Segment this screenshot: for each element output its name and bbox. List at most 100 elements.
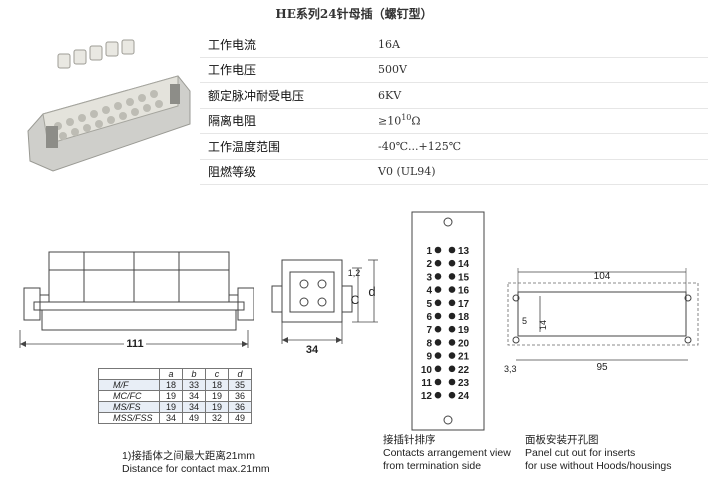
- dim-header-blank: [98, 368, 160, 380]
- spec-label: 工作电流: [200, 32, 378, 58]
- pin-dot-right: [448, 273, 456, 280]
- footnote-cn: 1)接插体之间最大距离21mm: [122, 450, 256, 462]
- cell: 19: [205, 390, 230, 402]
- pin-label-right: 21: [458, 352, 470, 363]
- dim-panel-height: 14: [538, 320, 548, 330]
- pin-dot-left: [434, 259, 442, 267]
- pin-dot-left: [434, 365, 442, 373]
- pin-dot-right: [448, 299, 456, 307]
- dim-panel-width: 104: [594, 271, 611, 282]
- resistance-unit: Ω: [411, 115, 421, 129]
- pin-dot-left: [434, 325, 442, 333]
- pin-dot-right: [448, 365, 456, 373]
- cell: 32: [205, 412, 230, 424]
- pin-label-right: 18: [458, 312, 470, 323]
- pin-caption: 接插针排序 Contacts arrangement view from ter…: [383, 434, 511, 473]
- pin-dot-right: [448, 259, 456, 267]
- dimension-table: a b c d M/F 18 33 18 35 MC/FC 19 34 19 3…: [98, 368, 253, 424]
- pin-label-left: 8: [426, 338, 432, 349]
- pin-dot-left: [434, 352, 442, 359]
- cell: 34: [182, 390, 207, 402]
- pin-dot-left: [434, 312, 442, 320]
- pin-dot-right: [448, 286, 456, 293]
- resistance-base: ≥10: [378, 115, 402, 129]
- pin-label-left: 4: [426, 286, 432, 297]
- pin-dot-left: [434, 246, 442, 254]
- dim-width-side: 34: [306, 344, 319, 355]
- pin-dot-left: [434, 339, 442, 346]
- row-label: MC/FC: [98, 390, 160, 402]
- spec-label: 工作温度范围: [200, 133, 378, 160]
- pin-label-right: 19: [458, 325, 470, 336]
- spec-row: 额定脉冲耐受电压 6KV: [200, 82, 708, 109]
- row-label: M/F: [98, 379, 160, 391]
- pin-dot-right: [448, 339, 456, 346]
- pin-dot-right: [448, 325, 456, 333]
- pin-label-left: 2: [426, 259, 432, 270]
- panel-caption: 面板安装开孔图 Panel cut out for inserts for us…: [525, 434, 672, 473]
- row-label: MS/FS: [98, 401, 160, 413]
- spec-row: 工作温度范围 -40℃...+125℃: [200, 133, 708, 160]
- dim-panel-offset: 3,3: [504, 364, 517, 374]
- spec-row: 工作电压 500V: [200, 57, 708, 83]
- dim-header-c: c: [205, 368, 230, 380]
- spec-table: 工作电流 16A 工作电压 500V 额定脉冲耐受电压 6KV 隔离电阻 ≥10…: [200, 32, 708, 185]
- cell: 36: [228, 401, 253, 413]
- footnote: 1)接插体之间最大距离21mm Distance for contact max…: [122, 450, 270, 476]
- pin-caption-en2: from termination side: [383, 460, 482, 472]
- spec-value: -40℃...+125℃: [378, 133, 708, 160]
- pin-caption-cn: 接插针排序: [383, 434, 436, 446]
- footnote-en: Distance for contact max.21mm: [122, 463, 270, 475]
- cell: 19: [205, 401, 230, 413]
- pin-dot-right: [448, 246, 456, 254]
- cell: 36: [228, 390, 253, 402]
- product-photo: [27, 39, 191, 172]
- cell: 35: [228, 379, 253, 391]
- pin-dot-right: [448, 352, 456, 359]
- pin-label-right: 20: [458, 338, 470, 349]
- dim-panel-five: 5: [522, 316, 527, 326]
- pin-dot-left: [434, 273, 442, 280]
- pin-dot-right: [448, 391, 456, 399]
- pin-caption-en1: Contacts arrangement view: [383, 447, 511, 459]
- pin-dot-right: [448, 312, 456, 320]
- table-row: MSS/FSS 34 49 32 49: [98, 412, 253, 424]
- dim-12-label: 1,2: [348, 268, 361, 278]
- pin-label-left: 1: [426, 246, 432, 257]
- cell: 49: [182, 412, 207, 424]
- pin-dot-left: [434, 378, 442, 386]
- front-view-drawing: 111: [19, 251, 254, 350]
- cell: 19: [158, 390, 184, 402]
- side-view-drawing: 34 C d 1,2: [271, 259, 378, 355]
- spec-row: 阻燃等级 V0 (UL94): [200, 159, 708, 185]
- pin-label-left: 10: [421, 365, 433, 376]
- spec-row: 隔离电阻 ≥1010Ω: [200, 108, 708, 134]
- spec-value: 6KV: [378, 82, 708, 109]
- pin-label-right: 23: [458, 378, 470, 389]
- pin-label-left: 3: [426, 272, 432, 283]
- table-row: M/F 18 33 18 35: [98, 379, 253, 391]
- panel-caption-en2: for use without Hoods/housings: [525, 460, 672, 472]
- table-row: MC/FC 19 34 19 36: [98, 390, 253, 402]
- pin-label-left: 7: [426, 325, 432, 336]
- spec-label: 工作电压: [200, 57, 378, 83]
- spec-value: ≥1010Ω: [378, 108, 708, 134]
- pin-label-right: 22: [458, 365, 470, 376]
- spec-value: 500V: [378, 57, 708, 83]
- panel-caption-cn: 面板安装开孔图: [525, 434, 599, 446]
- cell: 34: [158, 412, 184, 424]
- dim-header-d: d: [228, 368, 253, 380]
- spec-value: V0 (UL94): [378, 159, 708, 185]
- cell: 19: [158, 401, 184, 413]
- dim-header-b: b: [182, 368, 207, 380]
- panel-caption-en1: Panel cut out for inserts: [525, 447, 636, 459]
- cell: 18: [205, 379, 230, 391]
- pin-label-right: 16: [458, 286, 470, 297]
- pin-label-right: 17: [458, 299, 470, 310]
- pin-dot-right: [448, 378, 456, 386]
- pin-dot-left: [434, 299, 442, 307]
- spec-label: 额定脉冲耐受电压: [200, 82, 378, 109]
- pin-label-right: 15: [458, 272, 470, 283]
- dim-header-a: a: [158, 368, 184, 380]
- cell: 49: [228, 412, 253, 424]
